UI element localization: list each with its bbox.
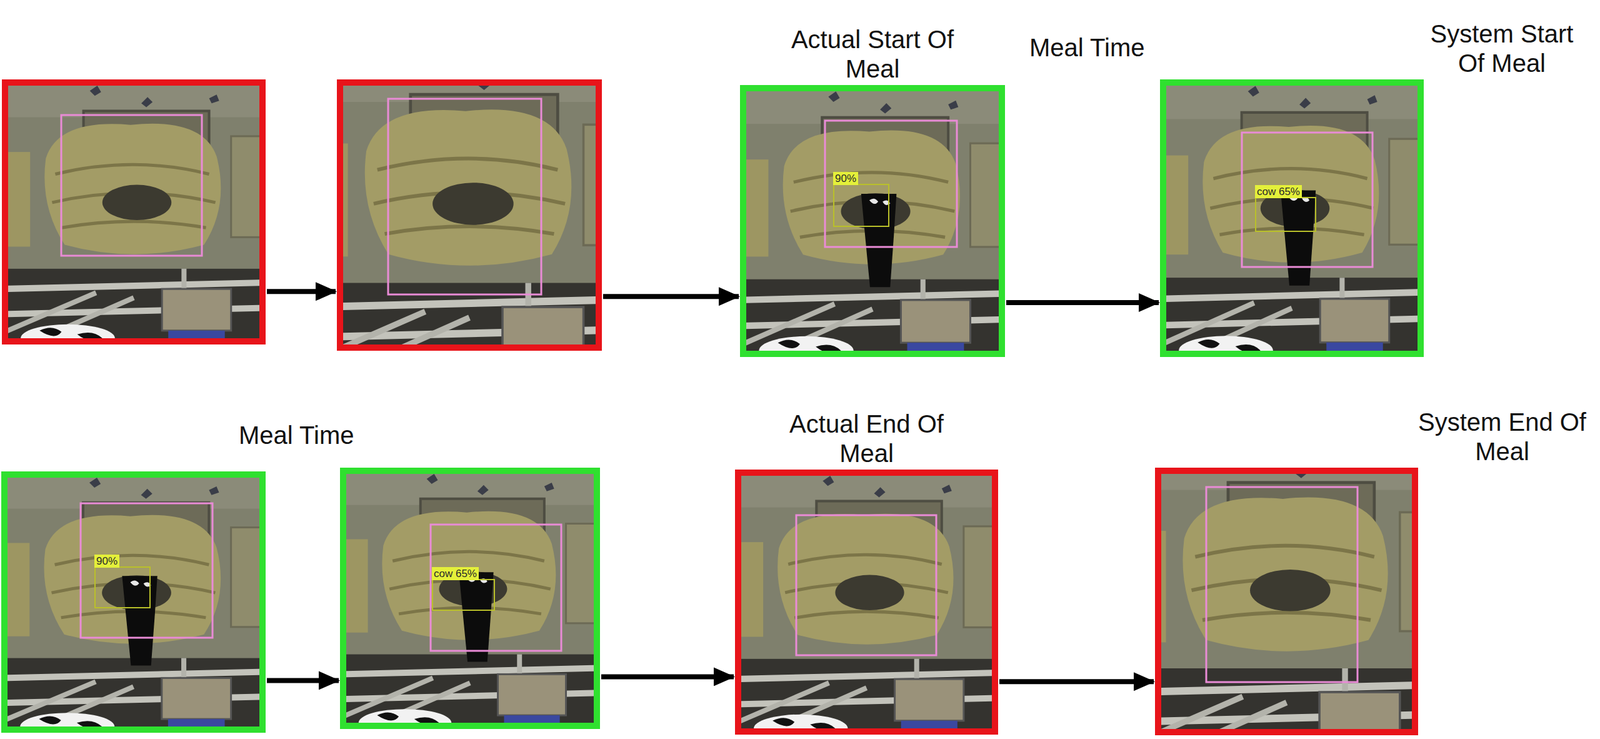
frame-image (315, 56, 625, 383)
frame-image (1133, 445, 1440, 739)
meal-frame: Actual Start Of Meal90% (740, 85, 1005, 357)
sequence-arrow (603, 293, 739, 299)
cow-head (121, 575, 157, 665)
phase-label: Meal Time (238, 420, 355, 450)
frame-image (1, 471, 266, 739)
roi-box (430, 524, 562, 651)
frame-image (1, 79, 266, 352)
cow-head (1280, 190, 1316, 286)
barn-scene (315, 56, 625, 383)
frame-heading: System End Of Meal (1418, 407, 1587, 467)
detection-label: cow 65% (431, 566, 479, 580)
meal-frame: System Start Of Mealcow 65% (1160, 79, 1424, 357)
phase-label: Meal Time (1029, 33, 1145, 63)
sequence-arrow (266, 677, 339, 683)
roi-box (825, 120, 957, 247)
detection-box: cow 65% (431, 578, 495, 611)
sequence-arrow (266, 288, 336, 294)
no-meal-frame (1, 79, 266, 345)
detection-box: 90% (94, 566, 151, 609)
sequence-arrow (1006, 300, 1159, 305)
feeder-roi-boxes (61, 98, 1373, 682)
sequence-arrow (601, 673, 734, 679)
barn-scene (1, 471, 266, 739)
cow-head (861, 193, 897, 287)
meal-frame: cow 65% (340, 467, 600, 729)
detection-box: cow 65% (1255, 196, 1317, 232)
barn-scene (340, 467, 600, 737)
frame-heading: Actual End Of Meal (782, 409, 952, 469)
frame-heading: System Start Of Meal (1417, 19, 1587, 79)
roi-box (1241, 132, 1373, 267)
barn-scene (1160, 79, 1424, 365)
no-meal-frame (336, 79, 602, 351)
detection-label: 90% (833, 171, 859, 185)
frame-image (740, 85, 1005, 365)
detection-label: cow 65% (1255, 185, 1302, 199)
roi-box (388, 98, 542, 295)
no-meal-frame: Actual End Of Meal (735, 469, 999, 735)
barn-scene (1133, 445, 1440, 739)
meal-frame: 90% (1, 471, 266, 733)
detection-label: 90% (94, 554, 120, 568)
no-meal-frame: System End Of Meal (1155, 467, 1419, 735)
barn-scene (735, 469, 999, 739)
barn-scene (740, 85, 1005, 365)
roi-box (61, 115, 202, 256)
barn-scene (1, 79, 266, 352)
frame-image (340, 467, 600, 737)
cow-head (458, 571, 494, 662)
sequence-arrow (999, 678, 1154, 684)
roi-box (796, 515, 937, 655)
roi-box (1206, 486, 1358, 682)
detection-box: 90% (833, 183, 890, 227)
frame-heading: Actual Start Of Meal (788, 25, 957, 84)
frame-image (1160, 79, 1424, 365)
frame-image (735, 469, 999, 739)
roi-box (80, 503, 213, 638)
